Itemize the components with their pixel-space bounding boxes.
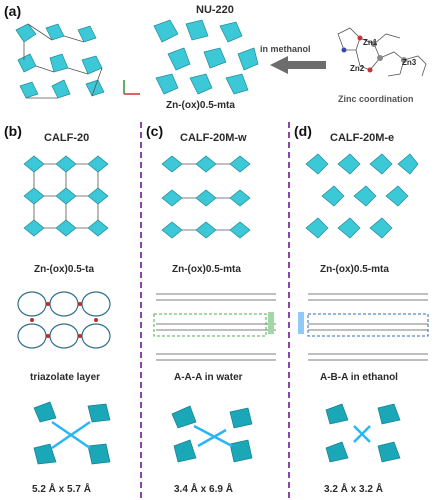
calf20mw-pore <box>171 405 253 463</box>
panel-b-caption2: triazolate layer <box>30 372 101 383</box>
panel-a-title: NU-220 <box>196 4 234 16</box>
calf20mw-framework <box>161 155 251 239</box>
panel-b-tag: (b) <box>4 123 22 139</box>
panel-c-caption3: 3.4 Å x 6.9 Å <box>174 484 233 495</box>
zinc-coordination-diagram <box>337 27 427 77</box>
divider-bc <box>140 122 142 498</box>
panel-a-subtitle: Zn-(ox)0.5-mta <box>166 100 235 111</box>
calf20me-stacking <box>298 293 429 361</box>
arrow-text: in methanol <box>260 44 311 54</box>
calf20mw-stacking <box>153 293 276 361</box>
panel-c-caption1: Zn-(ox)0.5-mta <box>172 264 241 275</box>
divider-cd <box>288 122 290 498</box>
axes-indicator-a1 <box>123 80 140 95</box>
panel-d-caption2: A-B-A in ethanol <box>320 372 398 383</box>
calf20me-pore <box>325 403 401 463</box>
calf20-layer <box>17 291 111 349</box>
nu220-structure-left <box>15 23 105 99</box>
panel-a-tag: (a) <box>4 3 22 19</box>
panel-b-caption1: Zn-(ox)0.5-ta <box>34 264 94 275</box>
panel-d-tag: (d) <box>294 123 312 139</box>
panel-c-caption2: A-A-A in water <box>174 372 243 383</box>
panel-d-title: CALF-20M-e <box>330 132 395 144</box>
panel-c-title: CALF-20M-w <box>180 132 247 144</box>
calf20me-framework <box>305 153 419 239</box>
conversion-arrow-icon <box>270 56 326 74</box>
zn-label-2: Zn2 <box>350 64 365 73</box>
zn-label-3: Zn3 <box>402 58 417 67</box>
panel-b-caption3: 5.2 Å x 5.7 Å <box>32 484 91 495</box>
panel-d-caption3: 3.2 Å x 3.2 Å <box>324 484 383 495</box>
panel-d-caption1: Zn-(ox)0.5-mta <box>320 264 389 275</box>
calf20-pore <box>33 401 111 465</box>
panel-b-title: CALF-20 <box>44 132 90 144</box>
calf20-framework <box>23 155 109 237</box>
zn-label-1: Zn1 <box>363 38 378 47</box>
coord-caption: Zinc coordination <box>338 94 414 104</box>
panel-c-tag: (c) <box>146 123 164 139</box>
nu220-structure-center <box>153 19 259 95</box>
